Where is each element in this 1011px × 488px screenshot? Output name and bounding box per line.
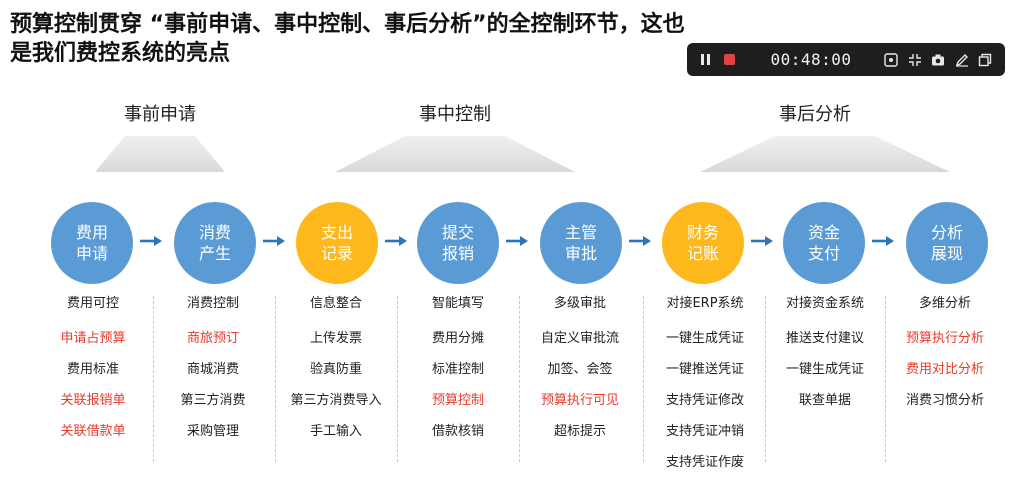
column-divider [397, 296, 398, 462]
step-circle-8: 分析 展现 [906, 202, 988, 284]
feature-item: 关联报销单 [60, 393, 126, 408]
screenshot-button[interactable] [929, 49, 949, 71]
recording-timer: 00:48:00 [770, 50, 852, 69]
feature-item: 商旅预订 [186, 331, 239, 346]
flow-arrow-icon [385, 236, 407, 246]
feature-item: 费用标准 [66, 362, 119, 377]
feature-column-heading: 费用可控 [66, 296, 119, 311]
flow-arrow-icon [751, 236, 773, 246]
stage-label-during: 事中控制 [419, 104, 491, 125]
feature-item: 一键生成凭证 [665, 331, 744, 346]
window-icon [979, 53, 992, 66]
feature-item: 标准控制 [431, 362, 484, 377]
feature-column-2: 消费控制商旅预订商城消费第三方消费采购管理 [153, 294, 273, 447]
feature-item: 联查单据 [798, 393, 851, 408]
feature-item: 验真防重 [309, 362, 362, 377]
feature-item: 支持凭证修改 [665, 393, 744, 408]
column-divider [519, 296, 520, 462]
feature-column-4: 智能填写费用分摊标准控制预算控制借款核销 [398, 294, 518, 447]
feature-column-heading: 对接ERP系统 [666, 296, 744, 311]
step-circle-5: 主管 审批 [540, 202, 622, 284]
feature-item: 采购管理 [186, 424, 239, 439]
feature-column-7: 对接资金系统推送支付建议一键生成凭证联查单据 [765, 294, 885, 416]
stage-shadow-during [335, 136, 575, 172]
window-button[interactable] [976, 49, 996, 71]
feature-item: 一键推送凭证 [665, 362, 744, 377]
feature-column-heading: 对接资金系统 [785, 296, 864, 311]
step-circle-6: 财务 记账 [662, 202, 744, 284]
feature-column-heading: 多级审批 [553, 296, 606, 311]
feature-item: 自定义审批流 [540, 331, 619, 346]
step-circle-2: 消费 产生 [174, 202, 256, 284]
feature-column-heading: 信息整合 [309, 296, 362, 311]
feature-item: 上传发票 [309, 331, 362, 346]
step-circle-1: 费用 申请 [51, 202, 133, 284]
collapse-icon [908, 53, 921, 66]
feature-item: 申请占预算 [60, 331, 126, 346]
pause-button[interactable] [697, 50, 715, 70]
stage-shadow-post [700, 136, 950, 172]
stage-shadow-pre [95, 136, 225, 172]
camera-icon [932, 54, 945, 65]
stop-button[interactable] [721, 50, 739, 70]
target-icon [884, 52, 898, 67]
stage-label-pre: 事前申请 [124, 104, 196, 125]
flow-arrow-icon [263, 236, 285, 246]
step-circle-3: 支出 记录 [296, 202, 378, 284]
feature-item: 预算执行分析 [905, 331, 984, 346]
pen-icon [955, 53, 968, 67]
feature-item: 加签、会签 [547, 362, 613, 377]
feature-item: 费用分摊 [431, 331, 484, 346]
column-divider [885, 296, 886, 462]
feature-item: 消费习惯分析 [905, 393, 984, 408]
feature-item: 第三方消费导入 [290, 393, 382, 408]
feature-item: 费用对比分析 [905, 362, 984, 377]
column-divider [765, 296, 766, 462]
feature-column-3: 信息整合上传发票验真防重第三方消费导入手工输入 [276, 294, 396, 447]
feature-column-8: 多维分析预算执行分析费用对比分析消费习惯分析 [885, 294, 1005, 416]
annotate-button[interactable] [952, 49, 972, 71]
slide-title: 预算控制贯穿 “事前申请、事中控制、事后分析”的全控制环节，这也是我们费控系统的… [10, 12, 685, 66]
flow-arrow-icon [506, 236, 528, 246]
feature-column-heading: 消费控制 [186, 296, 239, 311]
collapse-button[interactable] [905, 49, 925, 71]
step-circle-4: 提交 报销 [417, 202, 499, 284]
feature-item: 第三方消费 [180, 393, 246, 408]
feature-item: 商城消费 [186, 362, 239, 377]
feature-item: 关联借款单 [60, 424, 126, 439]
column-divider [153, 296, 154, 462]
feature-item: 预算控制 [431, 393, 484, 408]
feature-column-5: 多级审批自定义审批流加签、会签预算执行可见超标提示 [520, 294, 640, 447]
stop-icon [724, 54, 736, 65]
flow-arrow-icon [872, 236, 894, 246]
feature-item: 支持凭证冲销 [665, 424, 744, 439]
screen-recorder-toolbar: 00:48:00 [687, 43, 1005, 76]
flow-arrow-icon [140, 236, 162, 246]
feature-item: 超标提示 [553, 424, 606, 439]
flow-arrow-icon [629, 236, 651, 246]
feature-item: 手工输入 [309, 424, 362, 439]
column-divider [275, 296, 276, 462]
feature-column-heading: 智能填写 [431, 296, 484, 311]
feature-item: 一键生成凭证 [785, 362, 864, 377]
target-button[interactable] [882, 49, 902, 71]
feature-column-1: 费用可控申请占预算费用标准关联报销单关联借款单 [33, 294, 153, 447]
feature-item: 借款核销 [431, 424, 484, 439]
feature-item: 推送支付建议 [785, 331, 864, 346]
feature-item: 支持凭证作废 [665, 455, 744, 470]
step-circle-7: 资金 支付 [783, 202, 865, 284]
stage-label-post: 事后分析 [779, 104, 851, 125]
feature-column-6: 对接ERP系统一键生成凭证一键推送凭证支持凭证修改支持凭证冲销支持凭证作废 [645, 294, 765, 478]
feature-column-heading: 多维分析 [918, 296, 971, 311]
feature-item: 预算执行可见 [540, 393, 619, 408]
column-divider [643, 296, 644, 462]
